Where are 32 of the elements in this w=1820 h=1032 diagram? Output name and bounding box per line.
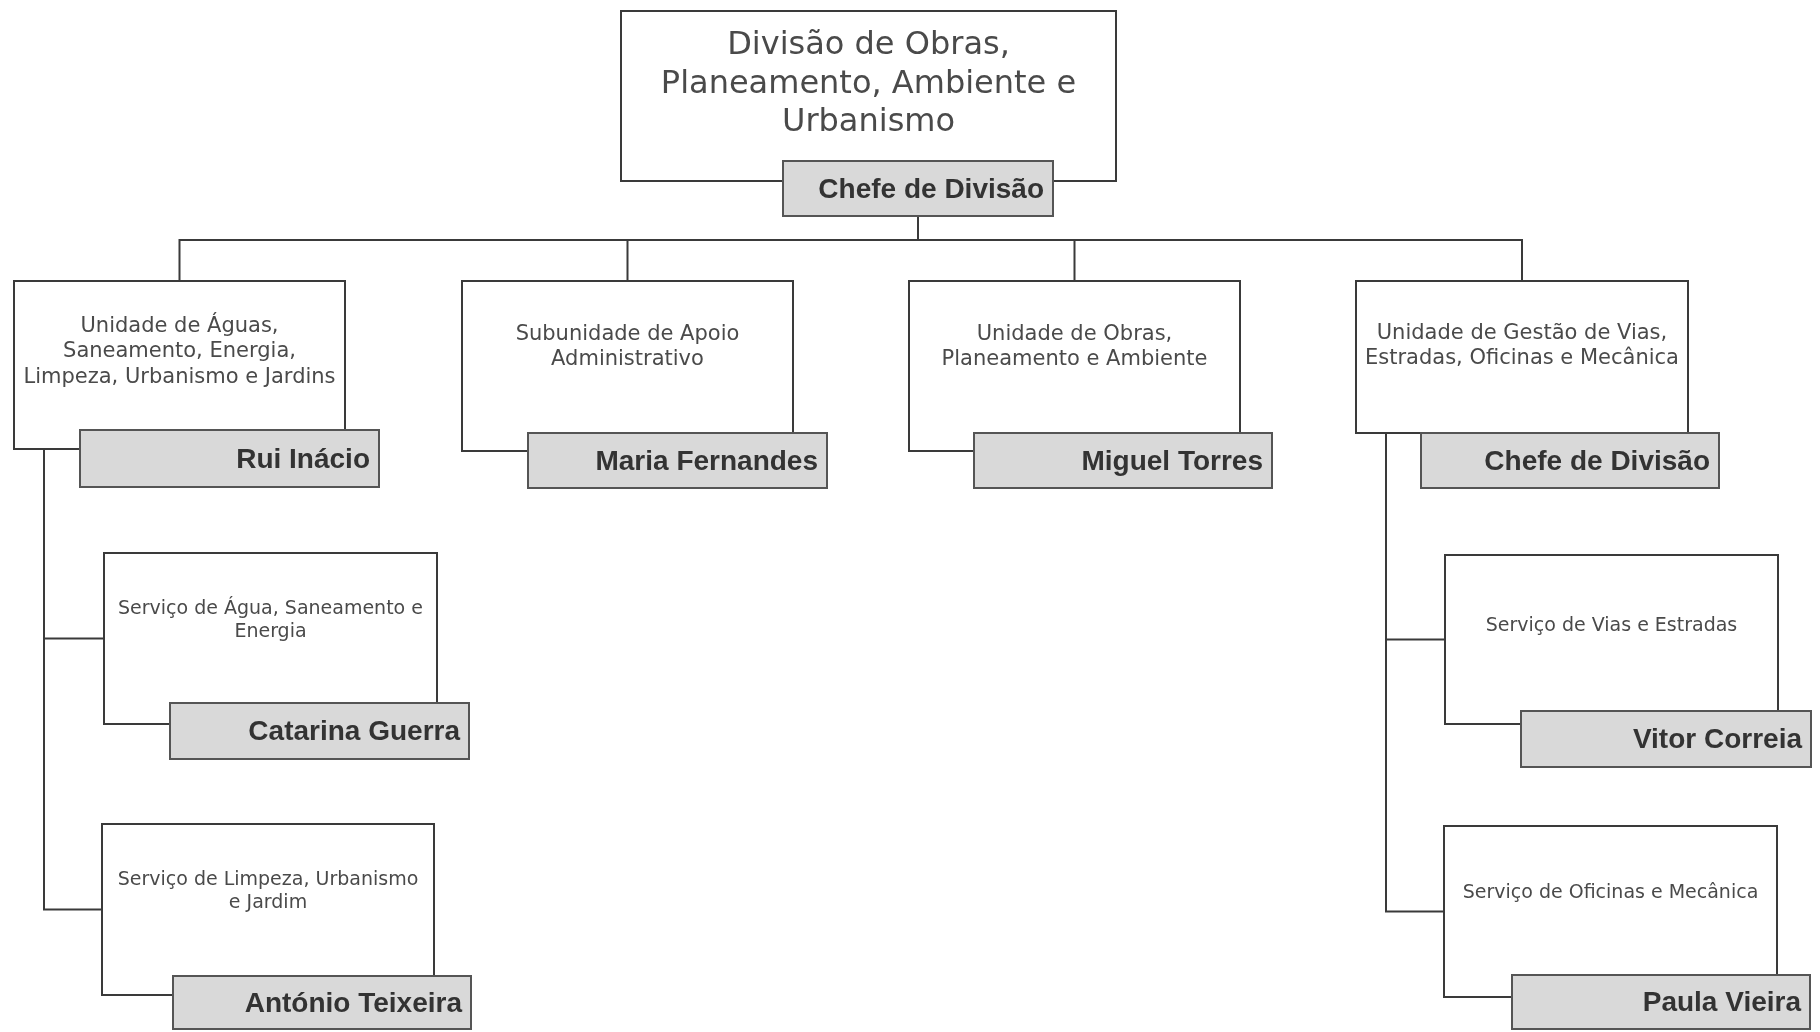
name-tag xyxy=(169,702,470,760)
person-name: António Teixeira xyxy=(244,986,462,1019)
person-name: Chefe de Divisão xyxy=(818,172,1044,205)
person-name: Vitor Correia xyxy=(1632,723,1802,755)
unit-title: Serviço de Oficinas e Mecânica xyxy=(1462,880,1759,903)
unit-box xyxy=(908,280,1241,452)
unit-box xyxy=(13,280,346,450)
unit-box xyxy=(1355,280,1689,434)
person-name: Catarina Guerra xyxy=(248,715,460,747)
name-tag xyxy=(79,429,380,488)
person-name: Paula Vieira xyxy=(1642,986,1801,1018)
unit-title: Unidade de Gestão de Vias, Estradas, Oficinas e Mecânica xyxy=(1364,319,1680,371)
name-tag xyxy=(973,432,1273,489)
name-tag xyxy=(527,432,828,489)
person-name: Miguel Torres xyxy=(1081,444,1263,477)
unit-box xyxy=(461,280,794,452)
unit-title: Serviço de Vias e Estradas xyxy=(1485,613,1738,636)
name-tag xyxy=(782,160,1054,217)
name-tag xyxy=(1420,432,1720,489)
person-name: Chefe de Divisão xyxy=(1484,444,1710,477)
name-tag xyxy=(1520,710,1812,768)
person-name: Rui Inácio xyxy=(236,442,370,475)
name-tag xyxy=(1511,974,1811,1030)
unit-title: Serviço de Limpeza, Urbanismo e Jardim xyxy=(116,866,420,913)
unit-title: Subunidade de Apoio Administrativo xyxy=(514,320,741,372)
unit-title: Unidade de Águas, Saneamento, Energia, Limpeza, Urbanismo e Jardins xyxy=(22,313,337,389)
person-name: Maria Fernandes xyxy=(595,444,818,477)
unit-title: Unidade de Obras, Planeamento e Ambiente xyxy=(940,320,1209,372)
unit-title: Divisão de Obras, Planeamento, Ambiente e Urbanismo xyxy=(659,24,1078,140)
name-tag xyxy=(172,975,472,1030)
unit-box xyxy=(1444,554,1779,725)
unit-title: Serviço de Água, Saneamento e Energia xyxy=(117,595,424,642)
